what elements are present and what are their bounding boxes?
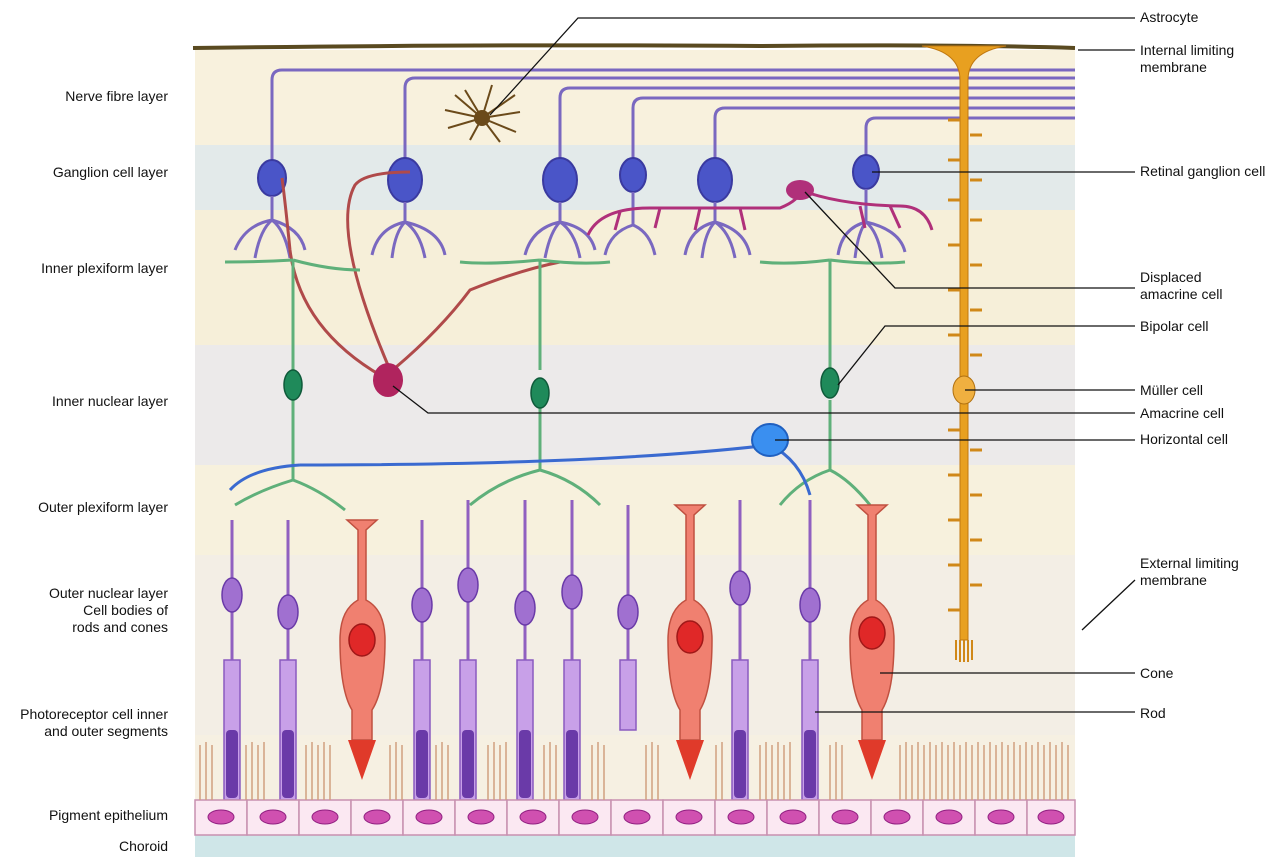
rod-cells (221, 500, 821, 801)
callout-internal-limiting-membrane: Internal limiting membrane (1140, 42, 1235, 75)
layer-label-pigment: Pigment epithelium (48, 807, 168, 823)
bipolar-cells (224, 258, 906, 512)
nerve-fibres (270, 68, 1075, 160)
callout-astrocyte: Astrocyte (1140, 9, 1199, 25)
layer-label-photoreceptor: Photoreceptor cell inner and outer segme… (20, 706, 168, 739)
microvilli (199, 742, 1069, 800)
cone-cells (339, 504, 895, 780)
layer-label-inner-nuclear: Inner nuclear layer (52, 393, 168, 409)
background-bands (195, 50, 1075, 857)
layer-label-inner-plexiform: Inner plexiform layer (41, 260, 168, 276)
callout-bipolar-cell: Bipolar cell (1140, 318, 1209, 334)
callout-leaders (392, 17, 1136, 713)
callout-horizontal-cell: Horizontal cell (1140, 431, 1228, 447)
layer-label-ganglion: Ganglion cell layer (52, 164, 168, 180)
ganglion-cells (233, 154, 907, 259)
layer-label-outer-nuclear: Outer nuclear layer Cell bodies of rods … (48, 585, 168, 635)
layer-label-nerve-fibre: Nerve fibre layer (65, 88, 168, 104)
layer-label-choroid: Choroid (118, 838, 168, 854)
layer-label-outer-plexiform: Outer plexiform layer (38, 499, 168, 515)
callout-amacrine-cell: Amacrine cell (1140, 405, 1225, 421)
callout-external-limiting-membrane: External limiting membrane (1140, 555, 1239, 588)
muller-cell (921, 45, 1007, 662)
callout-displaced-amacrine-cell: Displaced amacrine cell (1140, 269, 1223, 302)
pigment-epithelium (194, 799, 1076, 836)
callout-muller-cell: Müller cell (1140, 382, 1204, 398)
callout-retinal-ganglion-cell: Retinal ganglion cell (1140, 163, 1266, 179)
callout-rod: Rod (1140, 705, 1166, 721)
callout-cone: Cone (1140, 665, 1174, 681)
